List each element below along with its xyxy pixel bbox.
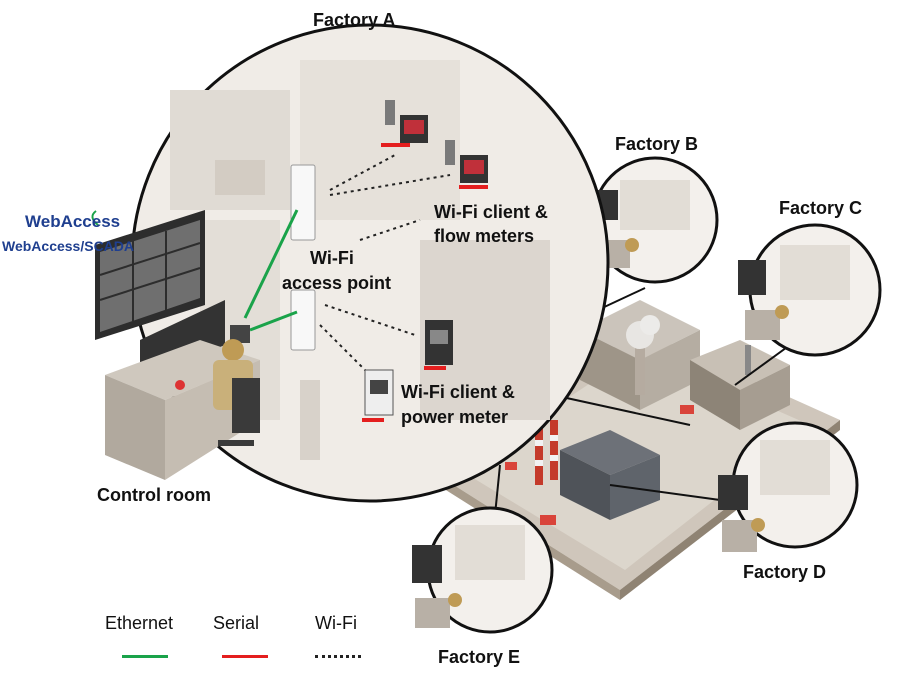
legend-serial-label: Serial [213, 613, 260, 633]
legend-wifi-line [315, 655, 361, 658]
access-point-label-line1: Wi-Fi [310, 248, 354, 268]
factory-e-label: Factory E [438, 647, 521, 667]
flow-meter-label-line1: Wi-Fi client & [434, 202, 548, 222]
factory-c-circle [738, 223, 882, 357]
flow-meter-label-line2: flow meters [434, 226, 535, 246]
ethernet-links [243, 209, 299, 332]
factory-a-label: Factory A [313, 10, 396, 30]
power-meter-label-line2: power meter [401, 407, 509, 427]
factory-b-label: Factory B [615, 134, 699, 154]
control-room-label: Control room [97, 485, 211, 505]
webaccess-scada-logo-text: WebAccess/SCADA [2, 238, 135, 254]
factory-b-circle [590, 156, 719, 284]
access-point-label-line2: access point [282, 273, 392, 293]
wifi-client-devices [364, 100, 488, 416]
webaccess-logo [91, 210, 99, 226]
access-point-icons [290, 164, 316, 351]
factory-d-circle [718, 421, 859, 552]
legend-ethernet-line [122, 655, 168, 658]
factory-e-circle [412, 506, 554, 634]
control-room [95, 210, 260, 480]
serial-links [362, 143, 488, 422]
legend-wifi-label: Wi-Fi [315, 613, 357, 633]
factory-d-label: Factory D [743, 562, 827, 582]
factory-c-label: Factory C [779, 198, 863, 218]
legend-ethernet-label: Ethernet [105, 613, 174, 633]
wifi-links [319, 154, 451, 371]
legend-serial-line [222, 655, 268, 658]
power-meter-label-line1: Wi-Fi client & [401, 382, 515, 402]
webaccess-logo-text: WebAccess [25, 212, 121, 231]
